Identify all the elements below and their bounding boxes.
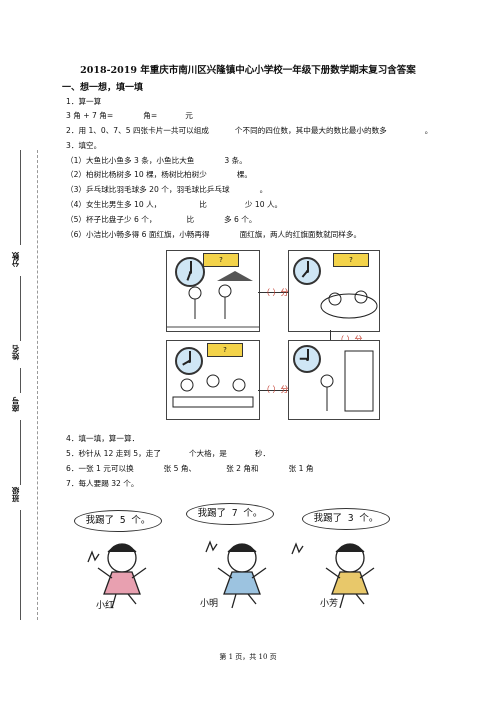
arrow-left bbox=[258, 390, 288, 391]
sign-icon: ? bbox=[333, 253, 369, 267]
kid-name-label: 小芳 bbox=[320, 599, 339, 609]
clock-answer-3: （ ）分 bbox=[262, 385, 289, 394]
question-6: 6．一张 1 元可以换张 5 角、张 2 角和张 1 角 bbox=[66, 464, 314, 473]
page-footer: 第 1 页，共 10 页 bbox=[219, 653, 277, 661]
section-heading: 一、想一想，填一填 bbox=[62, 83, 144, 93]
scene-panel-4 bbox=[288, 340, 380, 420]
clock-answer-2: （ ）分 bbox=[336, 334, 363, 345]
arrow-down bbox=[330, 330, 331, 340]
kid-name-label: 小明 bbox=[200, 599, 219, 609]
margin-rule bbox=[20, 276, 21, 341]
scene-panel-1: ? bbox=[166, 250, 260, 332]
scene-panel-2: ? bbox=[288, 250, 380, 332]
speech-bubble: 我踢了 5 个。 bbox=[74, 510, 162, 532]
margin-rule bbox=[20, 368, 21, 393]
q3-item-2: （2）柏树比杨树多 10 棵，杨树比柏树少棵。 bbox=[66, 170, 253, 179]
door-kids-illustration bbox=[320, 350, 374, 412]
question-2: 2．用 1、0、7、5 四张卡片一共可以组成个不同的四位数，其中最大的数比最小的… bbox=[66, 126, 433, 135]
margin-label-score: 分数 bbox=[11, 252, 20, 267]
kids-scene-illustration bbox=[167, 271, 259, 328]
margin-rule bbox=[20, 510, 21, 620]
margin-label-name: 姓名 bbox=[11, 345, 20, 360]
clock-icon bbox=[293, 345, 321, 373]
question-5: 5．秒针从 12 走到 5，走了个大格，是秒． bbox=[66, 449, 271, 458]
margin-rule bbox=[20, 420, 21, 485]
binding-margin-line bbox=[37, 150, 38, 620]
arrow-right bbox=[258, 292, 288, 293]
page-title: 2018-2019 年重庆市南川区兴隆镇中心小学校一年级下册数学期末复习含答案 bbox=[80, 65, 416, 76]
clock-icon bbox=[175, 257, 205, 287]
kids-kicking-illustration bbox=[87, 540, 375, 609]
clock-icon bbox=[175, 347, 203, 375]
scene-panel-3: ? bbox=[166, 340, 260, 420]
q3-item-6: （6）小洁比小畅多得 6 面红旗，小畅再得面红旗，两人的红旗面数就同样多。 bbox=[66, 230, 362, 239]
sign-icon: ? bbox=[207, 343, 243, 357]
sign-icon: ? bbox=[203, 253, 239, 267]
clock-icon bbox=[293, 257, 321, 285]
question-7: 7．每人要踢 32 个。 bbox=[66, 479, 139, 488]
question-1: 1．算一算 bbox=[66, 97, 102, 106]
question-4: 4．填一填，算一算． bbox=[66, 434, 140, 443]
speech-bubble: 我踢了 7 个。 bbox=[186, 503, 274, 525]
classroom-illustration bbox=[172, 374, 254, 408]
margin-label-class: 班级 bbox=[11, 487, 20, 502]
margin-label-seat: 座号 bbox=[11, 397, 20, 412]
q3-item-4: （4）女生比男生多 10 人，比少 10 人。 bbox=[66, 200, 283, 209]
kid-name-label: 小红 bbox=[96, 601, 115, 611]
sleeping-kids-illustration bbox=[320, 290, 378, 319]
question-1-line: 3 角 + 7 角=角=元 bbox=[66, 111, 193, 120]
clock-answer-1: （ ）分 bbox=[262, 288, 289, 297]
question-3: 3．填空。 bbox=[66, 141, 102, 150]
speech-bubble: 我踢了 3 个。 bbox=[302, 508, 390, 530]
q3-item-5: （5）杯子比盘子少 6 个，比多 6 个。 bbox=[66, 215, 257, 224]
margin-rule bbox=[20, 150, 21, 245]
q3-item-3: （3）乒乓球比羽毛球多 20 个，羽毛球比乒乓球。 bbox=[66, 185, 268, 194]
